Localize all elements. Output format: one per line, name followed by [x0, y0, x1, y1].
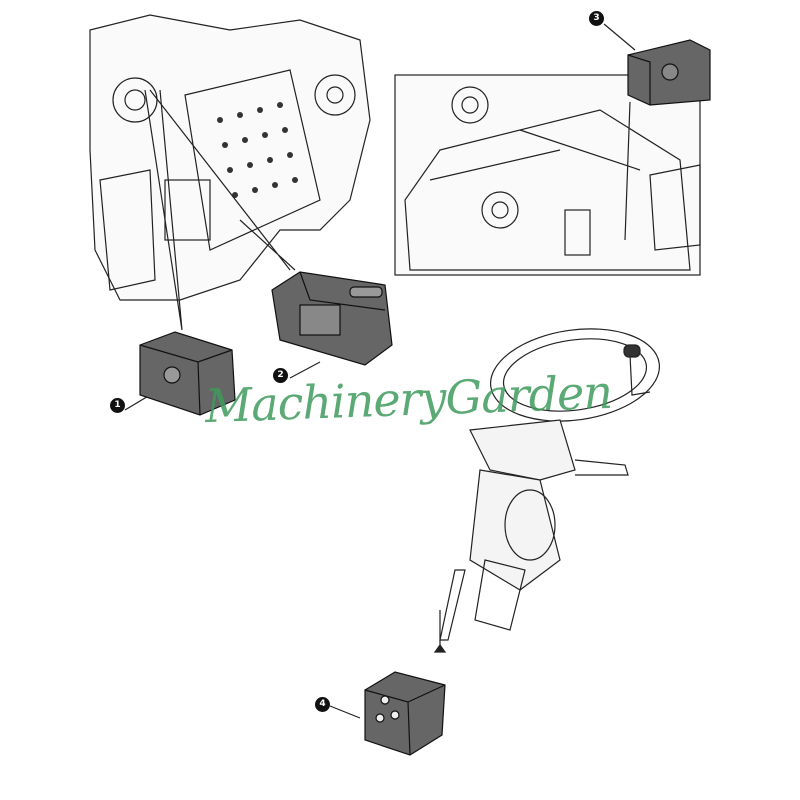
- part-2-pump: [271, 271, 393, 366]
- transmission-drawing: [89, 14, 371, 301]
- callout-1: 1: [110, 398, 125, 413]
- part-1-pump: [139, 331, 236, 416]
- steering-column-drawing: [439, 328, 661, 641]
- callout-2: 2: [273, 368, 288, 383]
- part-4-steering-unit: [364, 671, 446, 756]
- engine-drawing: [394, 74, 701, 276]
- part-3-pump: [627, 39, 711, 106]
- callout-4: 4: [315, 697, 330, 712]
- callout-3: 3: [589, 11, 604, 26]
